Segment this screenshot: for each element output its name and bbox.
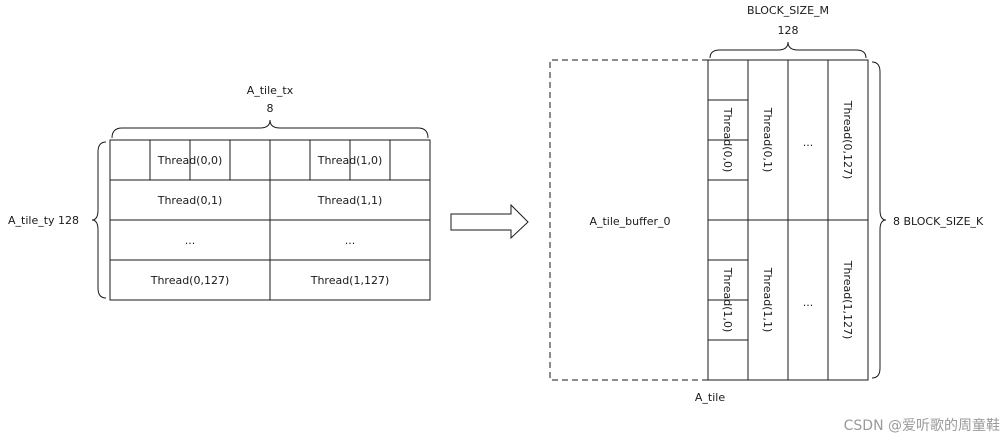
left-cell-thread-1-0: Thread(1,0) — [317, 154, 383, 167]
right-cell-thread-1-1: Thread(1,1) — [761, 267, 774, 333]
right-cell-thread-0-0: Thread(0,0) — [721, 107, 734, 173]
left-cell-thread-0-127: Thread(0,127) — [150, 274, 230, 287]
right-cell-dots-bottom: ... — [803, 296, 814, 309]
right-cell-dots-top: ... — [803, 136, 814, 149]
left-cell-dots-left: ... — [185, 234, 196, 247]
tile-label: A_tile — [695, 391, 725, 404]
watermark: CSDN @爱听歌的周童鞋 — [844, 417, 1000, 434]
left-thread-grid — [109, 139, 431, 301]
left-tx-value: 8 — [267, 102, 274, 115]
left-side-brace — [91, 141, 107, 299]
left-top-brace — [111, 119, 429, 139]
right-side-brace — [871, 61, 887, 379]
right-cell-thread-1-127: Thread(1,127) — [841, 260, 854, 340]
left-cell-thread-1-1: Thread(1,1) — [317, 194, 383, 207]
left-cell-thread-0-1: Thread(0,1) — [157, 194, 223, 207]
left-cell-dots-right: ... — [345, 234, 356, 247]
left-cell-thread-1-127: Thread(1,127) — [310, 274, 390, 287]
right-thread-grid — [707, 59, 869, 381]
left-tx-label: A_tile_tx — [247, 84, 294, 97]
right-cell-thread-0-127: Thread(0,127) — [841, 100, 854, 180]
right-k-label: 8 BLOCK_SIZE_K — [893, 215, 984, 228]
left-ty-label: A_tile_ty 128 — [8, 214, 79, 227]
buffer-label: A_tile_buffer_0 — [589, 215, 670, 228]
right-arrow-icon — [450, 203, 529, 240]
right-m-value: 128 — [778, 24, 799, 37]
left-cell-thread-0-0: Thread(0,0) — [157, 154, 223, 167]
right-m-label: BLOCK_SIZE_M — [747, 4, 829, 17]
right-cell-thread-0-1: Thread(0,1) — [761, 107, 774, 173]
right-top-brace — [709, 41, 867, 59]
right-cell-thread-1-0: Thread(1,0) — [721, 267, 734, 333]
